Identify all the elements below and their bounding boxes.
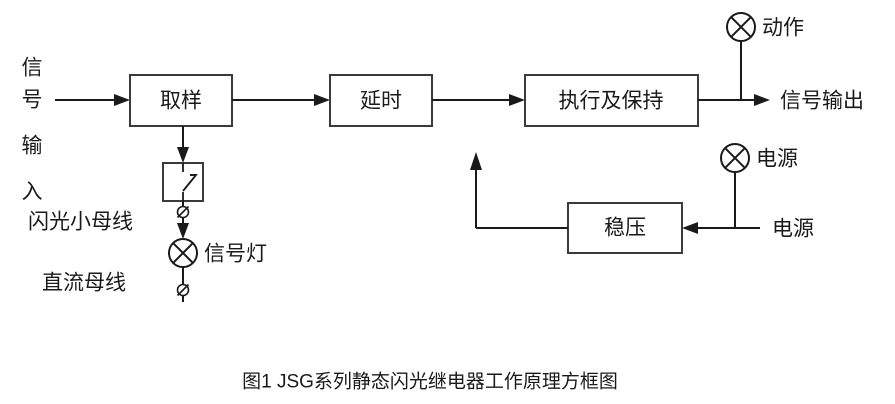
dc-bus-label: 直流母线 (42, 272, 126, 295)
signal-input-char-1: 信 (22, 57, 43, 80)
power-lamp: 电源 (720, 143, 798, 173)
block-exec-hold-label: 执行及保持 (559, 90, 664, 113)
signal-input-label-group: 信 号 输 入 (22, 57, 43, 204)
block-regulator: 稳压 (567, 202, 683, 254)
block-sampling: 取样 (129, 74, 233, 127)
dc-bus-terminal (176, 267, 190, 302)
power-lamp-label: 电源 (756, 148, 798, 171)
block-sampling-label: 取样 (160, 90, 202, 113)
signal-lamp-label: 信号灯 (204, 243, 267, 266)
signal-input-char-3: 输 (22, 135, 43, 158)
block-delay: 延时 (329, 74, 433, 127)
block-delay-label: 延时 (360, 90, 402, 113)
figure-caption: 图1 JSG系列静态闪光继电器工作原理方框图 (242, 371, 618, 393)
connection-delay-to-exechold (432, 94, 525, 106)
signal-lamp: 信号灯 (168, 238, 267, 268)
action-lamp: 动作 (726, 12, 804, 42)
flash-bus-terminal (176, 201, 190, 239)
relay-contact-symbol (162, 162, 204, 202)
connection-regulator-to-exechold (470, 152, 568, 229)
signal-input-char-4: 入 (22, 181, 43, 204)
signal-output-label: 信号输出 (780, 90, 864, 113)
connection-input-to-sampling (55, 94, 130, 106)
block-regulator-label: 稳压 (604, 217, 646, 240)
connection-exechold-to-output (698, 41, 770, 106)
action-lamp-label: 动作 (762, 17, 804, 40)
connection-power-to-regulator (682, 172, 760, 234)
block-exec-hold: 执行及保持 (524, 74, 699, 127)
flash-bus-label: 闪光小母线 (28, 211, 133, 234)
signal-input-char-2: 号 (22, 89, 43, 112)
power-input-label: 电源 (772, 218, 814, 241)
connection-sampling-to-delay (232, 94, 330, 106)
connection-sampling-to-contact (177, 126, 189, 163)
